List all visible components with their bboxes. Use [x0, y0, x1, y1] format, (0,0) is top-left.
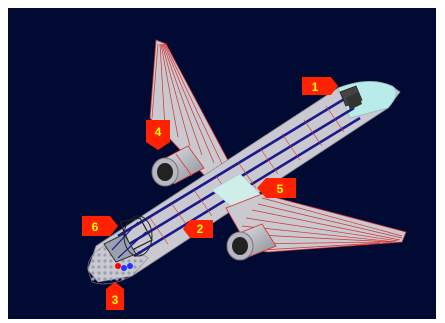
callout-label: 4 [155, 125, 162, 139]
callout-6[interactable]: 6 [82, 216, 118, 236]
callout-3[interactable]: 3 [106, 282, 124, 310]
aircraft-illustration: 1 2 3 4 5 6 [8, 8, 436, 319]
callout-4[interactable]: 4 [146, 120, 170, 150]
callout-label: 3 [112, 293, 119, 307]
callout-label: 2 [197, 222, 204, 236]
callout-label: 6 [92, 220, 99, 234]
diagram-panel: 1 2 3 4 5 6 [8, 8, 436, 319]
callout-label: 1 [312, 80, 319, 94]
callout-1[interactable]: 1 [302, 77, 338, 95]
callout-label: 5 [277, 182, 284, 196]
